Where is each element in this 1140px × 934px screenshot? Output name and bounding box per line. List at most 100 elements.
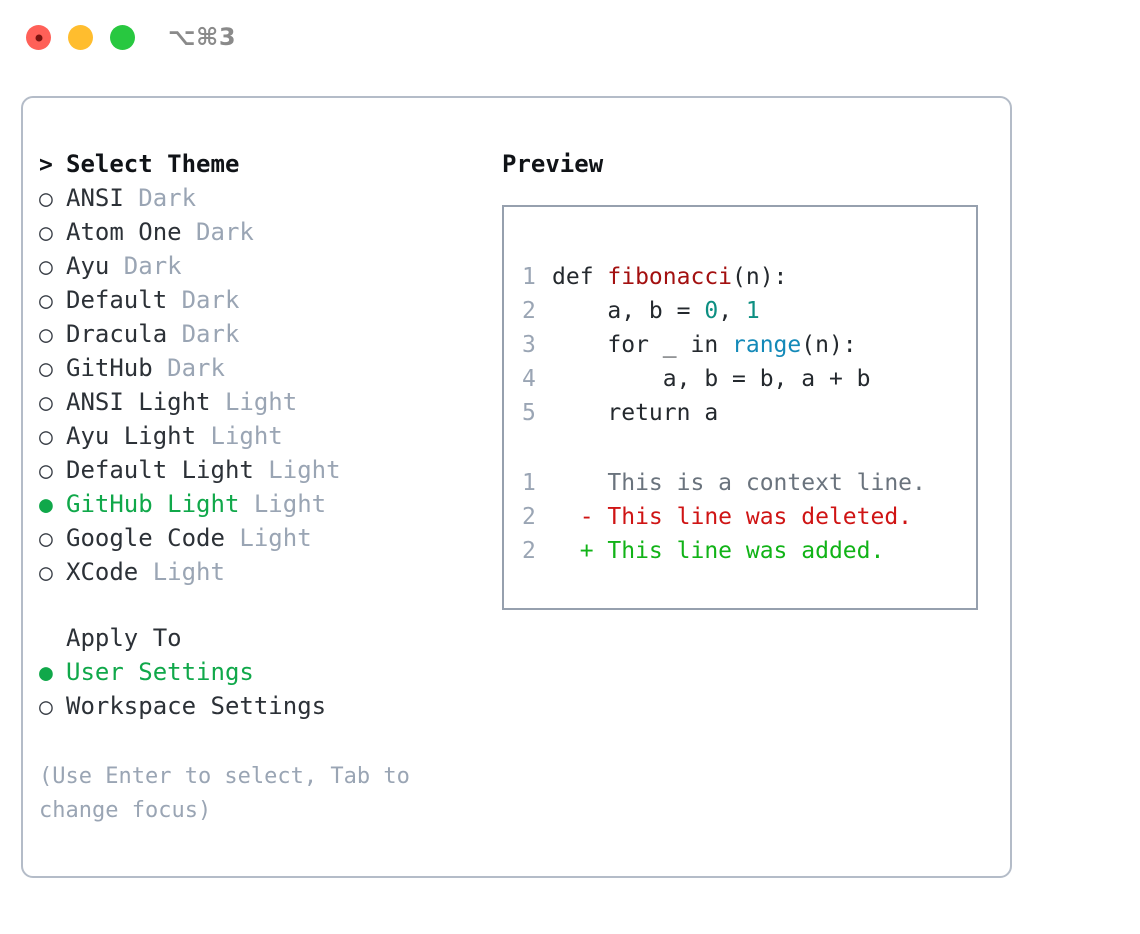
code-line-content: def fibonacci(n): [552, 260, 787, 294]
theme-option-default-light[interactable]: ○Default Light Light [39, 456, 479, 490]
theme-option-google-code[interactable]: ○ Google Code Light [39, 524, 479, 558]
radio-unselected-icon[interactable]: ○ [39, 694, 53, 720]
code-line-content: a, b = b, a + b [552, 362, 871, 396]
theme-option-ansi[interactable]: ○ANSI Dark [39, 184, 479, 218]
theme-option-ansi-light[interactable]: ○ ANSI Light Light [39, 388, 479, 422]
code-token: 0 [704, 298, 719, 324]
apply-to-option-label: Workspace Settings [66, 692, 327, 720]
theme-variant-badge: Light [138, 558, 225, 586]
radio-selected-icon[interactable]: ● [39, 492, 53, 518]
theme-option-default[interactable]: ○ Default Dark [39, 286, 479, 320]
theme-option-label: XCode [66, 558, 139, 586]
code-line-content: return a [552, 396, 718, 430]
radio-unselected-icon[interactable]: ○ [39, 424, 53, 450]
theme-variant-badge: Dark [152, 354, 225, 382]
theme-option-label: ANSI Light [66, 388, 211, 416]
radio-unselected-icon[interactable]: ○ [39, 186, 53, 212]
theme-option-github[interactable]: ○ GitHub Dark [39, 354, 479, 388]
radio-unselected-icon[interactable]: ○ [39, 288, 53, 314]
code-token: , [718, 298, 746, 324]
diff-line: 2 - This line was deleted. [522, 500, 976, 534]
apply-to-heading: Apply To [66, 624, 182, 652]
theme-picker-heading-row: > Select Theme [39, 150, 479, 184]
code-token: for _ in [552, 332, 733, 358]
code-line: 2 a, b = 0, 1 [522, 294, 976, 328]
window-controls [26, 25, 135, 50]
code-token: (n): [732, 264, 788, 290]
line-number: 3 [522, 332, 536, 358]
apply-to-option-workspace-settings[interactable]: ○ Workspace Settings [39, 692, 479, 726]
theme-variant-badge: Light [224, 524, 312, 552]
theme-variant-badge: Light [239, 490, 327, 518]
close-button[interactable] [26, 25, 51, 50]
radio-unselected-icon[interactable]: ○ [39, 458, 53, 484]
line-number: 5 [522, 400, 536, 426]
code-line: 4 a, b = b, a + b [522, 362, 976, 396]
theme-variant-badge: Dark [123, 184, 197, 212]
radio-unselected-icon[interactable]: ○ [39, 390, 53, 416]
main-panel: >Select Theme○ANSI Dark○Atom One Dark○Ay… [21, 96, 1012, 878]
theme-variant-badge: Dark [167, 286, 240, 314]
preview-heading: Preview [502, 150, 604, 178]
diff-sample: 1 This is a context line.2 - This line w… [522, 466, 976, 568]
line-number: 2 [522, 298, 536, 324]
code-token: 1 [745, 298, 760, 324]
maximize-button[interactable] [110, 25, 135, 50]
theme-picker-column: >Select Theme○ANSI Dark○Atom One Dark○Ay… [39, 150, 479, 828]
code-line-content: a, b = 0, 1 [552, 294, 760, 328]
code-token: a, b = b, a + b [552, 366, 871, 392]
theme-option-dracula[interactable]: ○Dracula Dark [39, 320, 479, 354]
theme-variant-badge: Dark [181, 218, 254, 246]
hint-spacer [39, 726, 479, 760]
theme-picker-heading-label: Select Theme [66, 150, 240, 178]
theme-variant-badge: Light [196, 422, 283, 450]
minimize-button[interactable] [68, 25, 93, 50]
code-line: 3 for _ in range(n): [522, 328, 976, 362]
radio-unselected-icon[interactable]: ○ [39, 254, 53, 280]
theme-option-label: Atom One [66, 218, 182, 246]
theme-option-label: Ayu [66, 252, 110, 280]
code-token: fibonacci [607, 264, 733, 290]
section-spacer [39, 592, 479, 624]
theme-list[interactable]: >Select Theme○ANSI Dark○Atom One Dark○Ay… [39, 150, 479, 592]
diff-line-content: This is a context line. [552, 470, 926, 496]
radio-unselected-icon[interactable]: ○ [39, 560, 53, 586]
radio-unselected-icon[interactable]: ○ [39, 322, 53, 348]
keyboard-shortcut-label: ⌥⌘3 [168, 23, 237, 51]
code-line-content: for _ in range(n): [552, 328, 857, 362]
diff-line-content: + This line was added. [552, 538, 885, 564]
theme-option-label: Ayu Light [66, 422, 197, 450]
code-token: range [732, 332, 802, 358]
theme-option-label: GitHub Light [66, 490, 240, 518]
keyboard-hint-text: (Use Enter to select, Tab to change focu… [39, 764, 424, 823]
theme-variant-badge: Light [210, 388, 298, 416]
radio-unselected-icon[interactable]: ○ [39, 356, 53, 382]
theme-variant-badge: Dark [167, 320, 240, 348]
code-token: return a [552, 400, 719, 426]
theme-option-ayu-light[interactable]: ○ Ayu Light Light [39, 422, 479, 456]
radio-selected-icon[interactable]: ● [39, 660, 53, 686]
theme-option-label: GitHub [66, 354, 153, 382]
theme-option-xcode[interactable]: ○ XCode Light [39, 558, 479, 592]
prompt-caret-icon: > [39, 152, 53, 178]
theme-option-label: Default [66, 286, 168, 314]
code-token: (n): [801, 332, 857, 358]
theme-option-label: Google Code [66, 524, 225, 552]
radio-unselected-icon[interactable]: ○ [39, 526, 53, 552]
title-bar: ⌥⌘3 [0, 0, 1140, 78]
diff-line-content: - This line was deleted. [552, 504, 913, 530]
code-token: a, b = [552, 298, 705, 324]
apply-to-list[interactable]: ●User Settings○ Workspace Settings [39, 658, 479, 726]
apply-to-option-user-settings[interactable]: ●User Settings [39, 658, 479, 692]
radio-unselected-icon[interactable]: ○ [39, 220, 53, 246]
theme-option-label: Default Light [66, 456, 254, 484]
theme-option-github-light[interactable]: ● GitHub Light Light [39, 490, 479, 524]
theme-option-atom-one[interactable]: ○ Atom One Dark [39, 218, 479, 252]
line-number: 2 [522, 504, 536, 530]
theme-option-ayu[interactable]: ○Ayu Dark [39, 252, 479, 286]
code-token: def [552, 264, 608, 290]
